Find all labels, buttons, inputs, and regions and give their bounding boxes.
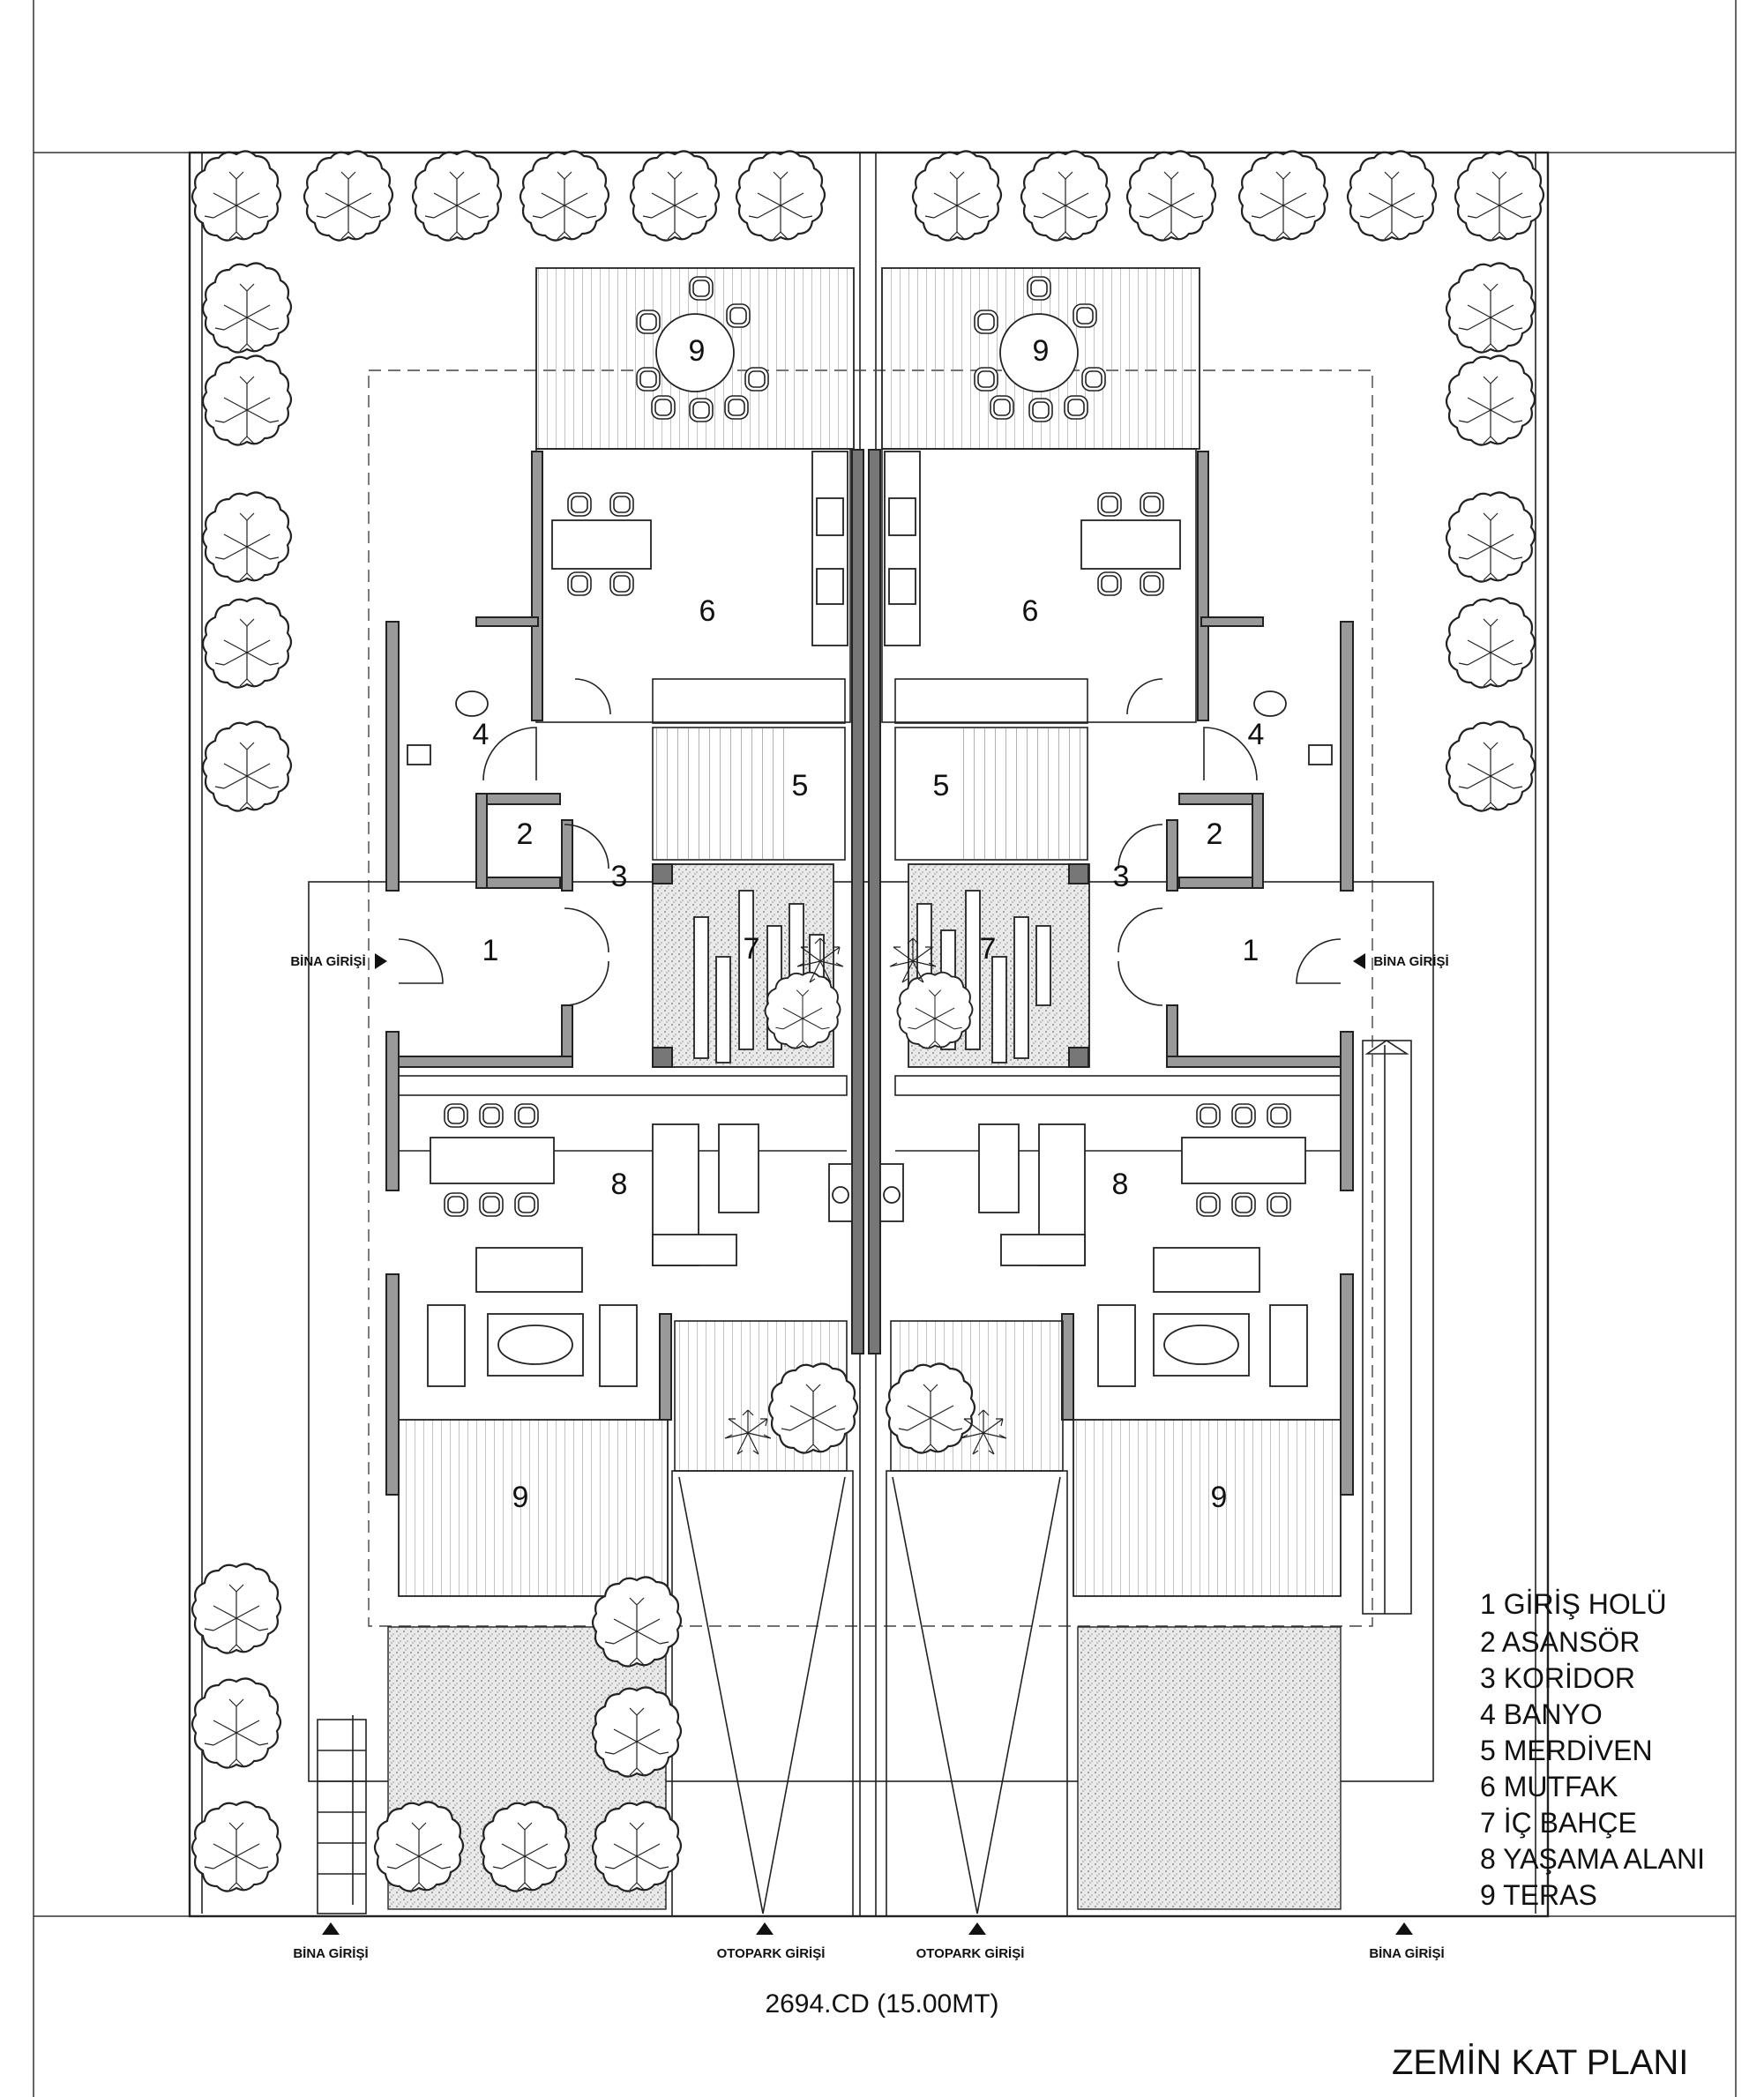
room-2-left: 2 [517,817,534,851]
terrace-bottom-right [1073,1419,1342,1597]
legend-item: 9 TERAS [1480,1879,1597,1911]
street-label: 2694.CD (15.00MT) [765,1989,998,2019]
room-6-left: 6 [699,594,716,628]
north-triangle-icon [322,1922,340,1935]
building-entrance-label-left: BİNA GİRİŞİ [290,954,365,969]
room-4-right: 4 [1248,718,1265,751]
entrance-arrow-icon [375,953,387,969]
terrace-bottom-left [398,1419,669,1597]
parking-ramp-right [886,1470,1068,1917]
setback-line [368,369,1373,1627]
room-8-left: 8 [611,1168,628,1201]
legend-item: 7 İÇ BAHÇE [1480,1807,1637,1839]
building-entrance-label-bottom-right: BİNA GİRİŞİ [1369,1946,1444,1961]
courtyard-tree-right [896,971,974,1049]
legend-item: 2 ASANSÖR [1480,1626,1640,1658]
legend-item: 3 KORİDOR [1480,1662,1635,1694]
legend-item: 5 MERDİVEN [1480,1735,1653,1766]
parking-entrance-label-left: OTOPARK GİRİŞİ [717,1946,826,1961]
building-entrance-label-bottom-left: BİNA GİRİŞİ [293,1946,368,1961]
room-5-right: 5 [933,769,950,802]
room-9-top-right: 9 [1033,334,1050,368]
north-triangle-icon [756,1922,774,1935]
room-8-right: 8 [1112,1168,1129,1201]
room-1-right: 1 [1243,934,1259,967]
room-1-left: 1 [482,934,499,967]
garden-bottom-right [1077,1626,1342,1910]
room-9-bottom-right: 9 [1211,1481,1228,1514]
room-6-right: 6 [1022,594,1039,628]
legend: 1 GİRİŞ HOLÜ 2 ASANSÖR 3 KORİDOR 4 BANYO… [1480,1588,1705,1911]
room-3-left: 3 [611,860,628,893]
legend-item: 4 BANYO [1480,1698,1603,1730]
courtyard-tree-left [764,971,841,1049]
round-table-left [636,276,769,422]
room-7-right: 7 [980,932,997,966]
room-9-top-left: 9 [689,334,706,368]
entrance-arrow-icon [1353,953,1365,969]
lot-boundary [188,151,1550,1918]
legend-item: 1 GİRİŞ HOLÜ [1480,1588,1667,1620]
north-triangle-icon [968,1922,986,1935]
room-7-left: 7 [744,932,760,966]
north-triangle-icon [1395,1922,1413,1935]
room-2-right: 2 [1207,817,1223,851]
building-entrance-label-right: BİNA GİRİŞİ [1373,954,1448,969]
plan-title: ZEMİN KAT PLANI [1392,2042,1688,2082]
room-9-bottom-left: 9 [512,1481,529,1514]
room-5-left: 5 [792,769,809,802]
room-4-left: 4 [473,718,490,751]
legend-item: 8 YAŞAMA ALANI [1480,1843,1705,1875]
parking-ramp-left [671,1470,854,1917]
parking-entrance-label-right: OTOPARK GİRİŞİ [916,1946,1025,1961]
round-table-right [974,276,1106,422]
party-wall [851,449,864,1354]
room-3-right: 3 [1113,860,1130,893]
legend-item: 6 MUTFAK [1480,1771,1618,1802]
